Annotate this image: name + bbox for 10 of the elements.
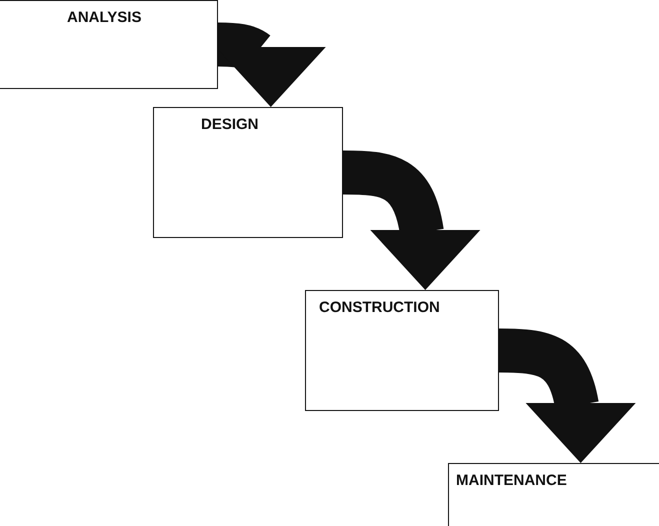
process-box — [153, 107, 343, 238]
step-label: ANALYSIS — [67, 9, 142, 26]
curved-arrow — [498, 328, 634, 464]
process-box — [448, 463, 659, 526]
step-label: MAINTENANCE — [456, 472, 567, 489]
step-label: CONSTRUCTION — [319, 299, 440, 316]
step-label: DESIGN — [201, 116, 259, 133]
process-box — [0, 0, 218, 89]
curved-arrow — [342, 150, 480, 290]
process-box — [305, 290, 499, 411]
